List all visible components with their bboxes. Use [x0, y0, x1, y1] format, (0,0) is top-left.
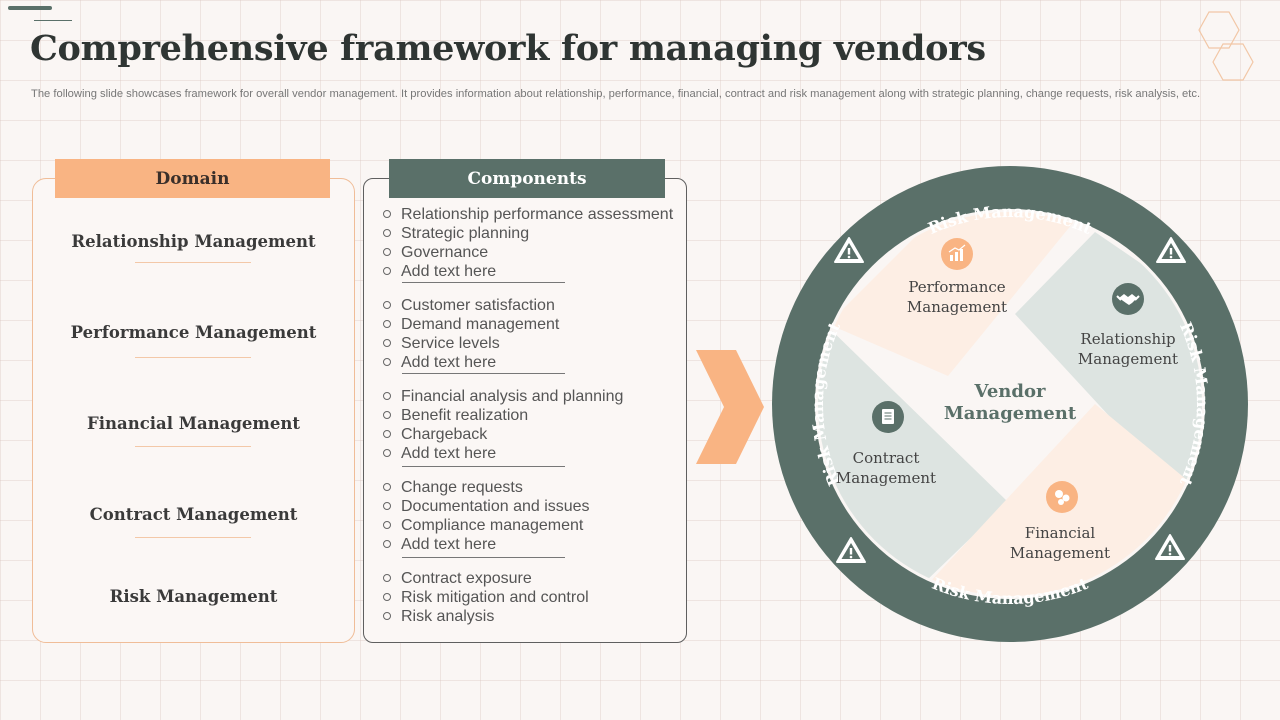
- decorative-line: [8, 6, 52, 10]
- contract-label-line2: Management: [836, 469, 936, 487]
- chevron-right-icon: [696, 350, 764, 464]
- components-header: Components: [389, 159, 665, 198]
- list-item: Strategic planning: [383, 224, 683, 243]
- center-label-line1: Vendor: [974, 381, 1046, 402]
- list-item: Chargeback: [383, 425, 683, 444]
- component-group-risk: Contract exposure Risk mitigation and co…: [383, 569, 683, 626]
- hexagon-decoration: [1198, 11, 1254, 81]
- bullet-icon: [383, 320, 391, 328]
- component-group-financial: Financial analysis and planning Benefit …: [383, 387, 683, 463]
- bullet-icon: [383, 612, 391, 620]
- list-item: Customer satisfaction: [383, 296, 683, 315]
- component-group-contract: Change requests Documentation and issues…: [383, 478, 683, 554]
- domain-item-risk: Risk Management: [109, 587, 278, 606]
- bullet-icon: [383, 358, 391, 366]
- list-item: Service levels: [383, 334, 683, 353]
- bullet-icon: [383, 483, 391, 491]
- list-item: Add text here: [383, 444, 683, 463]
- domain-item-contract: Contract Management: [89, 505, 298, 524]
- coins-icon: [1046, 481, 1078, 513]
- bullet-icon: [383, 502, 391, 510]
- relationship-label-line2: Management: [1078, 350, 1178, 368]
- domain-divider: [135, 537, 251, 538]
- bullet-icon: [383, 521, 391, 529]
- financial-label-line1: Financial: [1025, 524, 1096, 542]
- performance-segment: [828, 212, 1090, 376]
- contract-segment: [818, 324, 1008, 582]
- list-item: Governance: [383, 243, 683, 262]
- warning-icon: [1156, 237, 1186, 263]
- bullet-icon: [383, 449, 391, 457]
- bullet-icon: [383, 392, 391, 400]
- bullet-icon: [383, 301, 391, 309]
- bullet-icon: [383, 574, 391, 582]
- list-item: Add text here: [383, 535, 683, 554]
- bullet-icon: [383, 210, 391, 218]
- list-item: Risk mitigation and control: [383, 588, 683, 607]
- list-item: Financial analysis and planning: [383, 387, 683, 406]
- components-panel: [363, 178, 687, 643]
- component-group-relationship: Relationship performance assessment Stra…: [383, 205, 683, 281]
- bullet-icon: [383, 229, 391, 237]
- domain-item-relationship: Relationship Management: [71, 232, 316, 251]
- page-subtitle: The following slide showcases framework …: [31, 88, 1201, 100]
- performance-label-line2: Management: [907, 298, 1007, 316]
- list-item: Documentation and issues: [383, 497, 683, 516]
- center-label-line2: Management: [944, 403, 1077, 424]
- relationship-segment: [1015, 232, 1202, 509]
- component-divider: [402, 373, 565, 374]
- bullet-icon: [383, 411, 391, 419]
- component-divider: [402, 282, 565, 283]
- domain-panel: [32, 178, 355, 643]
- document-icon: [872, 401, 904, 433]
- warning-icon: [836, 537, 866, 563]
- list-item: Add text here: [383, 353, 683, 372]
- vendor-management-wheel: Risk Management Risk Management Risk Man…: [772, 166, 1248, 642]
- bullet-icon: [383, 430, 391, 438]
- bullet-icon: [383, 248, 391, 256]
- list-item: Benefit realization: [383, 406, 683, 425]
- list-item: Demand management: [383, 315, 683, 334]
- component-divider: [402, 466, 565, 467]
- list-item: Change requests: [383, 478, 683, 497]
- domain-divider: [135, 357, 251, 358]
- contract-label-line1: Contract: [853, 449, 920, 467]
- bullet-icon: [383, 339, 391, 347]
- domain-header: Domain: [55, 159, 330, 198]
- list-item: Relationship performance assessment: [383, 205, 683, 224]
- list-item: Risk analysis: [383, 607, 683, 626]
- performance-label-line1: Performance: [908, 278, 1005, 296]
- warning-icon: [834, 237, 864, 263]
- domain-item-performance: Performance Management: [70, 323, 317, 342]
- warning-icon: [1155, 534, 1185, 560]
- component-divider: [402, 557, 565, 558]
- list-item: Add text here: [383, 262, 683, 281]
- component-group-performance: Customer satisfaction Demand management …: [383, 296, 683, 372]
- handshake-icon: [1112, 283, 1144, 315]
- bullet-icon: [383, 593, 391, 601]
- domain-item-financial: Financial Management: [87, 414, 300, 433]
- list-item: Compliance management: [383, 516, 683, 535]
- decorative-line: [34, 20, 72, 21]
- financial-label-line2: Management: [1010, 544, 1110, 562]
- bar-chart-icon: [941, 238, 973, 270]
- page-title: Comprehensive framework for managing ven…: [30, 28, 986, 69]
- domain-divider: [135, 262, 251, 263]
- relationship-label-line1: Relationship: [1080, 330, 1175, 348]
- list-item: Contract exposure: [383, 569, 683, 588]
- bullet-icon: [383, 267, 391, 275]
- bullet-icon: [383, 540, 391, 548]
- domain-divider: [135, 446, 251, 447]
